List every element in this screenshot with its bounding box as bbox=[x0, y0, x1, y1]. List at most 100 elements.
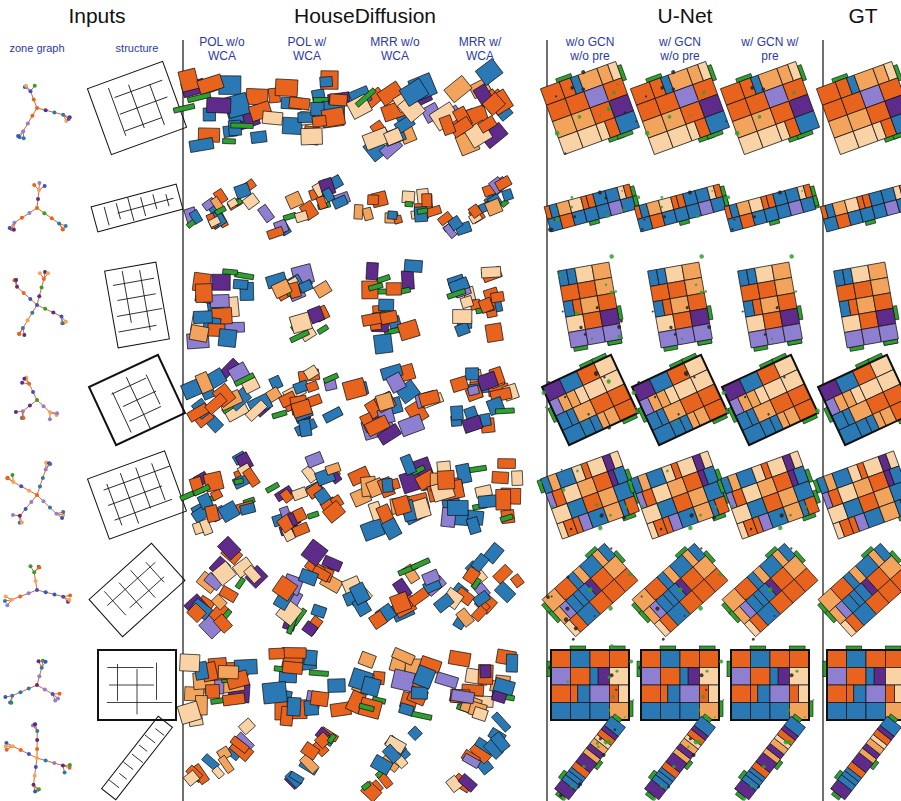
room bbox=[610, 650, 630, 668]
room bbox=[272, 575, 298, 601]
room bbox=[183, 770, 200, 786]
room bbox=[491, 712, 510, 732]
room bbox=[238, 718, 255, 735]
graph-dot bbox=[68, 763, 72, 767]
noise-speck bbox=[565, 606, 571, 612]
zone-graph bbox=[14, 375, 59, 421]
room bbox=[361, 781, 371, 790]
room bbox=[453, 310, 472, 324]
room bbox=[381, 518, 402, 540]
wall bbox=[139, 745, 147, 751]
graph-dot bbox=[5, 476, 9, 480]
room bbox=[886, 685, 895, 703]
noise-speck bbox=[553, 219, 555, 221]
room bbox=[230, 736, 250, 754]
room bbox=[827, 685, 847, 703]
noise-speck bbox=[667, 114, 672, 119]
room bbox=[709, 685, 719, 703]
noise-speck bbox=[730, 505, 734, 509]
room bbox=[889, 481, 901, 502]
noise-speck bbox=[660, 85, 665, 90]
room bbox=[610, 451, 623, 469]
room bbox=[173, 103, 195, 113]
noise-speck bbox=[704, 290, 707, 293]
graph-dot bbox=[20, 216, 24, 220]
floor-plan bbox=[253, 445, 363, 548]
graph-dot bbox=[27, 591, 31, 595]
room bbox=[305, 451, 324, 468]
noise-speck bbox=[617, 325, 622, 330]
noise-speck bbox=[697, 605, 704, 612]
noise-speck bbox=[712, 515, 717, 520]
room bbox=[317, 324, 329, 334]
floor-plan bbox=[335, 536, 451, 642]
graph-dot bbox=[37, 565, 41, 569]
room bbox=[700, 685, 709, 703]
graph-dot bbox=[21, 129, 25, 133]
noise-speck bbox=[663, 215, 667, 219]
room bbox=[641, 703, 661, 721]
floor-plan bbox=[626, 538, 734, 644]
room bbox=[234, 478, 244, 485]
graph-dot bbox=[59, 314, 63, 318]
noise-speck bbox=[777, 568, 780, 571]
room bbox=[178, 68, 200, 92]
noise-speck bbox=[660, 506, 663, 509]
floor-plan bbox=[553, 254, 629, 353]
noise-speck bbox=[683, 370, 689, 376]
noise-speck bbox=[550, 595, 553, 598]
noise-speck bbox=[654, 395, 657, 398]
outer-wall bbox=[722, 355, 818, 445]
zone-graph bbox=[12, 270, 67, 337]
floor-plan bbox=[813, 450, 901, 545]
room bbox=[500, 514, 513, 522]
room bbox=[680, 703, 700, 721]
room bbox=[450, 376, 469, 393]
room bbox=[469, 465, 486, 472]
noise-speck bbox=[707, 325, 712, 330]
room bbox=[208, 216, 221, 227]
outer-wall bbox=[551, 650, 629, 720]
room bbox=[866, 685, 886, 703]
noise-speck bbox=[778, 525, 784, 531]
wall bbox=[120, 97, 168, 114]
graph-dot bbox=[27, 752, 31, 756]
room bbox=[398, 414, 425, 437]
room bbox=[195, 284, 212, 303]
room bbox=[485, 323, 503, 343]
room bbox=[405, 201, 413, 207]
noise-speck bbox=[570, 506, 573, 509]
noise-speck bbox=[616, 83, 619, 86]
room bbox=[641, 650, 661, 668]
room bbox=[313, 281, 332, 299]
room bbox=[884, 61, 898, 80]
graph-dot bbox=[52, 110, 56, 114]
floor-plan bbox=[430, 641, 521, 725]
room bbox=[359, 703, 375, 712]
outer-wall bbox=[731, 650, 809, 720]
room bbox=[506, 654, 518, 672]
noise-speck bbox=[638, 666, 642, 670]
noise-speck bbox=[661, 637, 665, 641]
noise-speck bbox=[609, 290, 614, 295]
room bbox=[688, 668, 699, 686]
room bbox=[641, 685, 661, 703]
room bbox=[213, 614, 232, 634]
graph-dot bbox=[34, 579, 38, 583]
noise-speck bbox=[576, 469, 579, 472]
graph-dot bbox=[41, 499, 45, 503]
graph-dot bbox=[35, 747, 39, 751]
floor-plan bbox=[815, 56, 901, 158]
floor-plan bbox=[169, 535, 275, 643]
noise-speck bbox=[790, 547, 793, 550]
noise-speck bbox=[538, 481, 543, 486]
room bbox=[467, 385, 479, 396]
room bbox=[292, 507, 307, 523]
wall bbox=[131, 570, 155, 597]
room bbox=[800, 197, 816, 213]
structure-outline bbox=[89, 355, 185, 445]
room bbox=[375, 392, 394, 411]
room bbox=[790, 668, 810, 686]
noise-speck bbox=[677, 413, 680, 416]
room bbox=[492, 471, 509, 483]
